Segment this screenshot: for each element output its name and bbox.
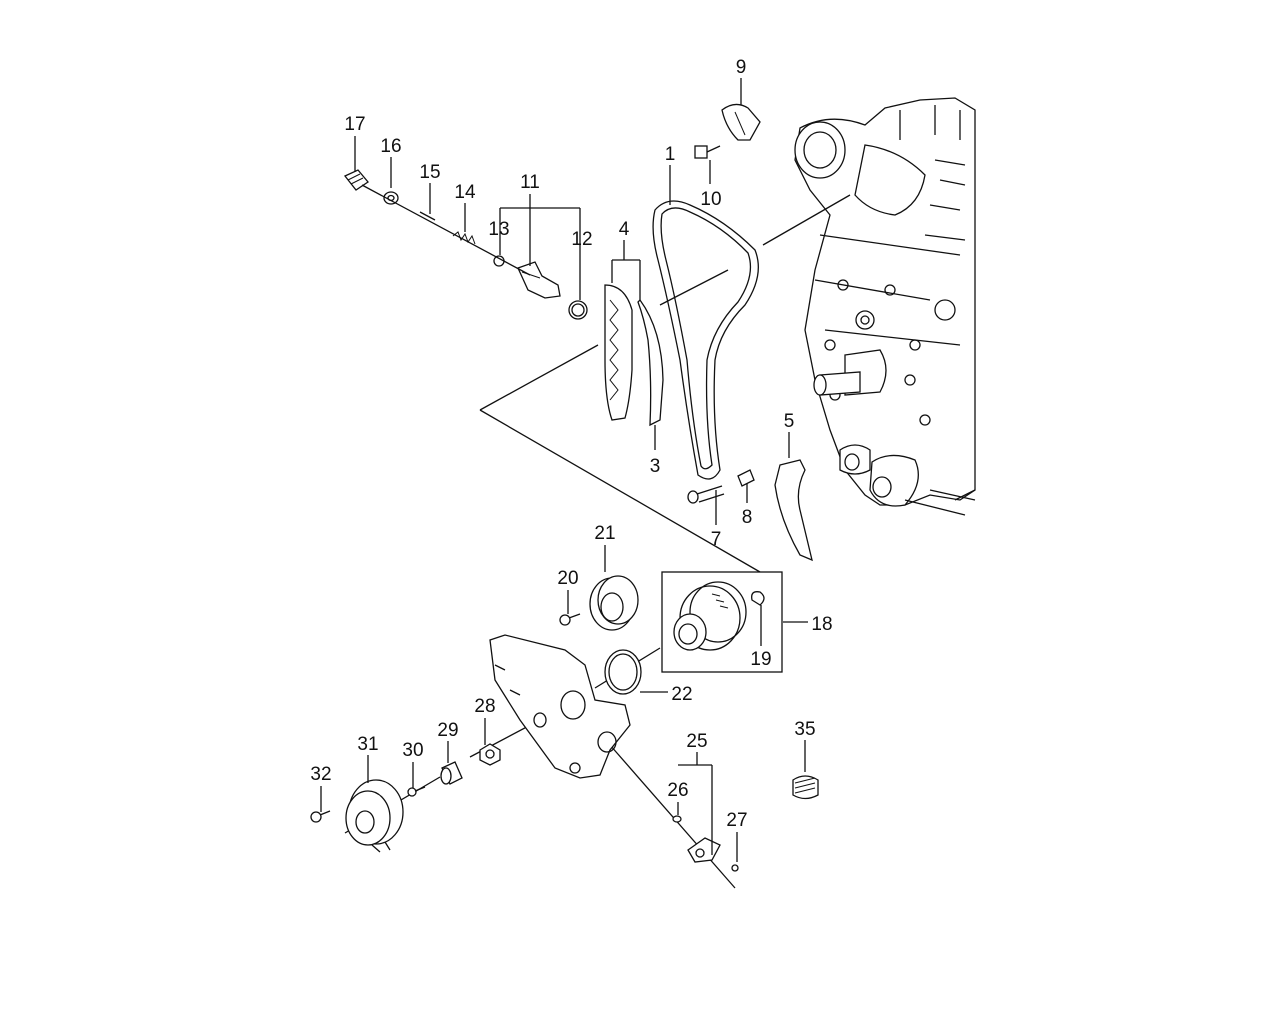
kit-box-18 [661, 571, 783, 673]
nut-28 [479, 743, 501, 766]
callout-32: 32 [310, 764, 331, 785]
callout-19: 19 [750, 649, 771, 670]
crank-pulley [673, 581, 747, 651]
pulley-31 [345, 779, 404, 853]
guide-bolt-10 [694, 145, 721, 159]
chain-guide-top-part [721, 103, 761, 141]
callout-labels: 1 3 4 5 7 8 9 10 11 12 13 14 15 16 17 18… [310, 57, 832, 831]
callout-14: 14 [454, 182, 476, 203]
callout-21: 21 [594, 523, 615, 544]
screw-27 [731, 864, 739, 872]
clip-19 [751, 591, 765, 606]
seal-26 [672, 815, 682, 823]
callout-17: 17 [344, 114, 365, 135]
washer-16 [383, 191, 399, 205]
callout-18: 18 [811, 614, 832, 635]
chain-guide-lower [774, 459, 813, 562]
callout-7: 7 [711, 529, 722, 550]
callout-4: 4 [619, 219, 630, 240]
callout-8: 8 [742, 507, 753, 528]
oring-12 [568, 300, 588, 320]
oring-22 [604, 649, 642, 695]
oil-pump-cover [489, 634, 631, 779]
callout-35: 35 [794, 719, 815, 740]
timing-chain [652, 200, 759, 480]
callout-ticks [320, 78, 808, 862]
bolt-32 [310, 810, 331, 823]
callout-22: 22 [671, 684, 692, 705]
guide-pin-7 [687, 485, 725, 504]
callout-30: 30 [402, 740, 423, 761]
guide-pin-8 [737, 469, 755, 487]
callout-13: 13 [488, 219, 509, 240]
callout-9: 9 [736, 57, 747, 78]
engine-block [794, 97, 976, 516]
callout-16: 16 [380, 136, 401, 157]
spring-14 [452, 231, 476, 245]
bolt-20 [559, 613, 581, 626]
sensor-25 [687, 837, 721, 863]
callout-1: 1 [665, 144, 676, 165]
bolt-30 [407, 786, 426, 797]
callout-11: 11 [520, 172, 540, 193]
callout-3: 3 [650, 456, 661, 477]
callout-29: 29 [437, 720, 458, 741]
chain-tensioner-rail [604, 284, 633, 421]
chain-guide-right [637, 299, 664, 427]
tensioner-11 [517, 261, 561, 299]
callout-10: 10 [700, 189, 721, 210]
callout-12: 12 [571, 229, 592, 250]
pin-15 [419, 211, 436, 221]
callout-27: 27 [726, 810, 747, 831]
callout-26: 26 [667, 780, 688, 801]
callout-20: 20 [557, 568, 578, 589]
callout-25: 25 [686, 731, 707, 752]
sprocket-21 [589, 575, 639, 631]
spring-35 [792, 775, 819, 800]
bushing-29 [440, 761, 463, 785]
callout-15: 15 [419, 162, 440, 183]
callout-5: 5 [784, 411, 795, 432]
callout-31: 31 [357, 734, 378, 755]
callout-28: 28 [474, 696, 495, 717]
